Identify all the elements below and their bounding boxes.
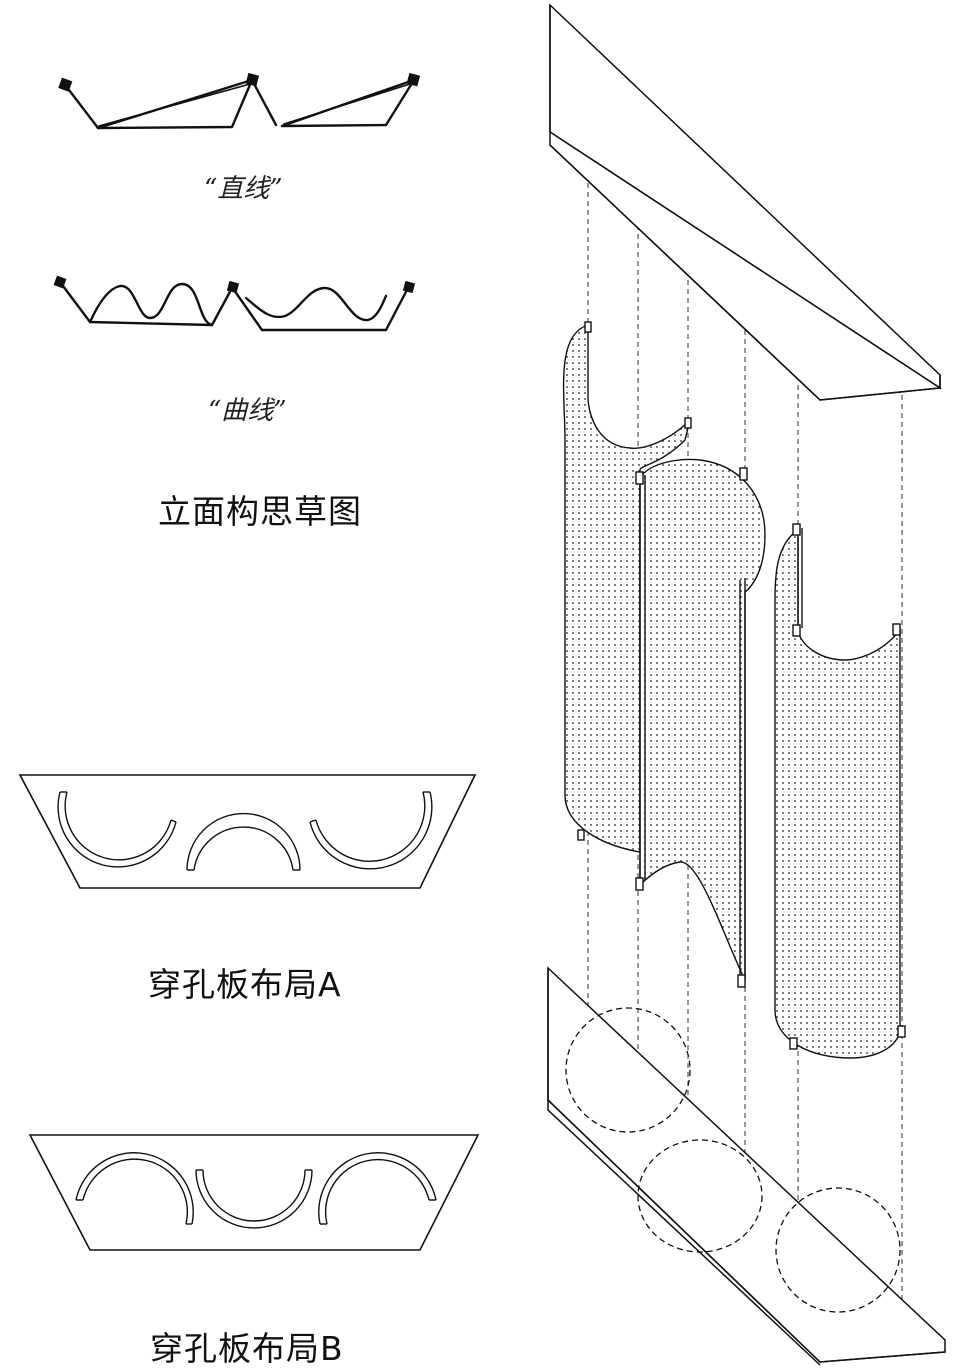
top-slab — [549, 3, 943, 401]
straight-sketch-label: “直线” — [204, 174, 283, 204]
sketch-caption: 立面构思草图 — [158, 492, 362, 531]
straight-line-sketch — [58, 72, 421, 130]
perforated-panel-layout-b — [28, 1134, 480, 1251]
perforated-panel-1 — [562, 321, 692, 853]
layout-b-caption: 穿孔板布局B — [150, 1329, 344, 1368]
curve-sketch-label: “曲线” — [208, 396, 287, 426]
perforated-panel-layout-a — [18, 774, 477, 889]
bottom-slab — [547, 966, 946, 1366]
perforated-panel-3 — [774, 523, 906, 1059]
axonometric-exploded-diagram — [547, 3, 946, 1366]
layout-a-caption: 穿孔板布局A — [148, 965, 342, 1004]
perforated-panel-2 — [635, 458, 766, 988]
curve-line-sketch — [53, 275, 416, 332]
